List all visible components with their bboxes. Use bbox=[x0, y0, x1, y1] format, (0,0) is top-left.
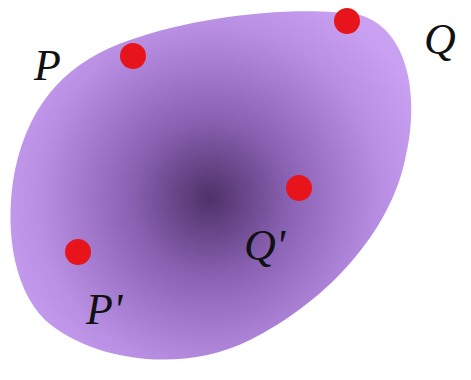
point-dot bbox=[334, 8, 360, 34]
point-label: Q bbox=[424, 18, 456, 62]
point-dot bbox=[65, 239, 91, 265]
point-dot bbox=[286, 175, 312, 201]
region-blob bbox=[10, 11, 411, 359]
point-label: P' bbox=[86, 288, 122, 332]
point-label: Q' bbox=[244, 224, 285, 268]
point-dot bbox=[120, 43, 146, 69]
point-label: P bbox=[34, 44, 61, 88]
